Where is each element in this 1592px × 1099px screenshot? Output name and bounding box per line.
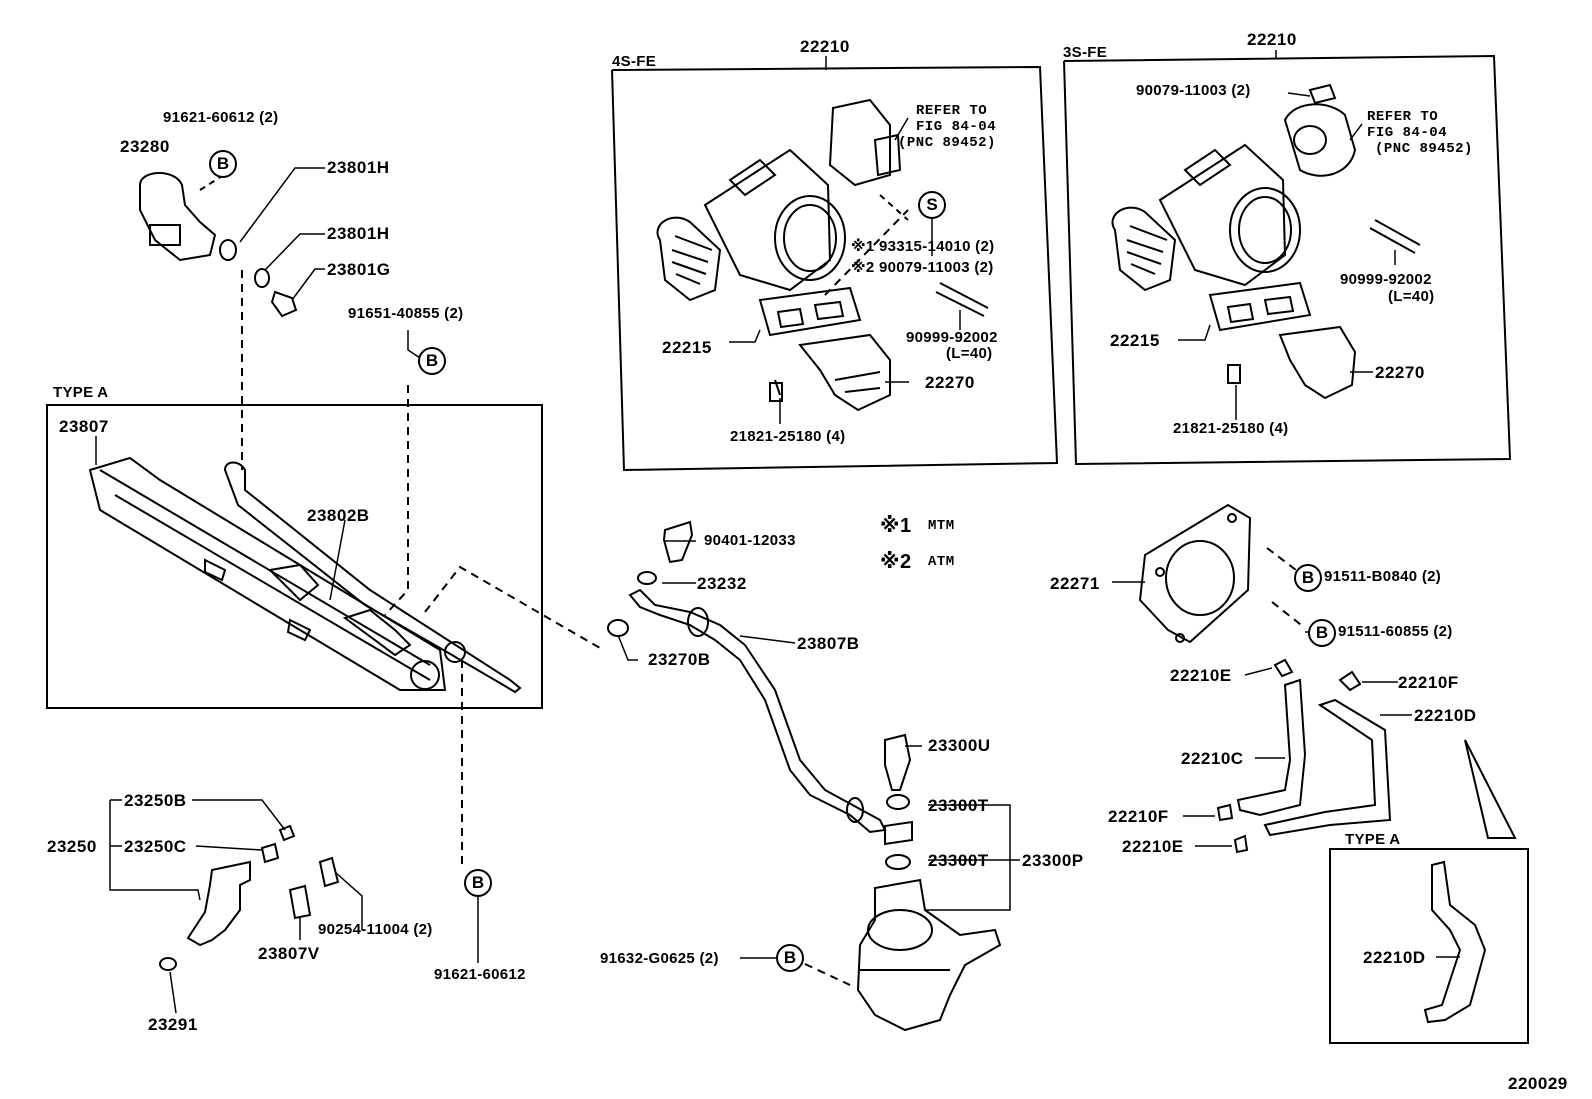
throttle-body-4s-fe [657, 100, 988, 410]
part-22210d-1: 22210D [1414, 706, 1477, 725]
part-22215-a: 22215 [662, 338, 712, 357]
refer-b-3: (PNC 89452) [1375, 141, 1473, 157]
refer-b-1: REFER TO [1367, 109, 1439, 125]
label-3s-fe: 3S-FE [1063, 44, 1108, 61]
part-91651: 91651-40855 (2) [348, 305, 464, 322]
note-1-mark: ※1 [880, 515, 912, 537]
frame-type-a-left [47, 405, 542, 708]
part-22210c: 22210C [1181, 749, 1244, 768]
part-23300u: 23300U [928, 736, 991, 755]
frame-3s-fe [1064, 56, 1510, 464]
leader-dashes [385, 210, 1305, 985]
marker-b-3: B [1294, 564, 1322, 592]
label-type-a-left: TYPE A [53, 384, 109, 401]
part-90401: 90401-12033 [704, 532, 796, 549]
part-90999-b: 90999-92002 [1340, 271, 1432, 288]
part-22215-b: 22215 [1110, 331, 1160, 350]
label-type-a-right: TYPE A [1345, 831, 1401, 848]
part-22210f-2: 22210F [1108, 807, 1169, 826]
delivery-pipe-type-a [90, 458, 520, 692]
part-22210-b: 22210 [1247, 30, 1297, 49]
injector-23250 [160, 826, 338, 970]
part-23270b: 23270B [648, 650, 711, 669]
note-2-mark: ※2 [880, 551, 912, 573]
frame-4s-fe [612, 67, 1057, 470]
part-23250b: 23250B [124, 791, 187, 810]
part-90999-a: 90999-92002 [906, 329, 998, 346]
fuel-hose-23807b [608, 522, 885, 832]
part-23801h-2: 23801H [327, 224, 390, 243]
part-22210f-1: 22210F [1398, 673, 1459, 692]
part-91621-bottom: 91621-60612 [434, 966, 526, 983]
refer-b-2: FIG 84-04 [1367, 125, 1448, 141]
part-90254: 90254-11004 (2) [318, 921, 433, 938]
part-90999-a-len: (L=40) [946, 345, 993, 362]
note-2-text: ATM [928, 554, 955, 570]
part-23300p: 23300P [1022, 851, 1084, 870]
part-23300t-1: 23300T [928, 796, 989, 815]
part-23802b: 23802B [307, 506, 370, 525]
part-91511-b0840: 91511-B0840 (2) [1324, 568, 1442, 585]
part-22210e-2: 22210E [1122, 837, 1184, 856]
sensor-23280 [140, 173, 296, 470]
part-22210d-2: 22210D [1363, 948, 1426, 967]
part-91621-top: 91621-60612 (2) [163, 109, 279, 126]
part-23801g: 23801G [327, 260, 391, 279]
diagram-code: 220029 [1508, 1074, 1568, 1093]
part-23801h-1: 23801H [327, 158, 390, 177]
marker-b-6: B [464, 869, 492, 897]
gasket-22271 [1140, 505, 1250, 642]
marker-b-5: B [776, 944, 804, 972]
part-22210e-1: 22210E [1170, 666, 1232, 685]
part-23250: 23250 [47, 837, 97, 856]
part-90079-a: ※2 90079-11003 (2) [851, 259, 994, 276]
label-4s-fe: 4S-FE [612, 53, 657, 70]
leader-lines [96, 50, 1460, 1013]
part-23807: 23807 [59, 417, 109, 436]
part-21821-a: 21821-25180 (4) [730, 428, 846, 445]
refer-a-3: (PNC 89452) [898, 135, 996, 151]
refer-a-2: FIG 84-04 [916, 119, 997, 135]
part-23280: 23280 [120, 137, 170, 156]
note-1-text: MTM [928, 518, 955, 534]
pressure-regulator-23300p [858, 735, 1000, 1030]
frame-type-a-right [1330, 849, 1528, 1043]
part-90999-b-len: (L=40) [1388, 288, 1435, 305]
throttle-body-3s-fe [1112, 85, 1420, 398]
part-91632: 91632-G0625 (2) [600, 950, 719, 967]
part-21821-b: 21821-25180 (4) [1173, 420, 1289, 437]
part-23232: 23232 [697, 574, 747, 593]
hose-22210d-type-a [1425, 862, 1485, 1022]
part-22271: 22271 [1050, 574, 1100, 593]
part-23300t-2: 23300T [928, 851, 989, 870]
part-22210-a: 22210 [800, 37, 850, 56]
marker-b-1: B [209, 150, 237, 178]
hoses-22210 [1218, 660, 1515, 852]
part-23807b: 23807B [797, 634, 860, 653]
marker-b-2: B [418, 347, 446, 375]
part-93315: ※1 93315-14010 (2) [851, 238, 995, 255]
part-23291: 23291 [148, 1015, 198, 1034]
part-23250c: 23250C [124, 837, 187, 856]
refer-a-1: REFER TO [916, 103, 988, 119]
marker-b-4: B [1308, 619, 1336, 647]
part-90079-b: 90079-11003 (2) [1136, 82, 1251, 99]
part-22270-a: 22270 [925, 373, 975, 392]
marker-s: S [918, 191, 946, 219]
part-22270-b: 22270 [1375, 363, 1425, 382]
part-91511-60855: 91511-60855 (2) [1338, 623, 1453, 640]
part-23807v: 23807V [258, 944, 320, 963]
